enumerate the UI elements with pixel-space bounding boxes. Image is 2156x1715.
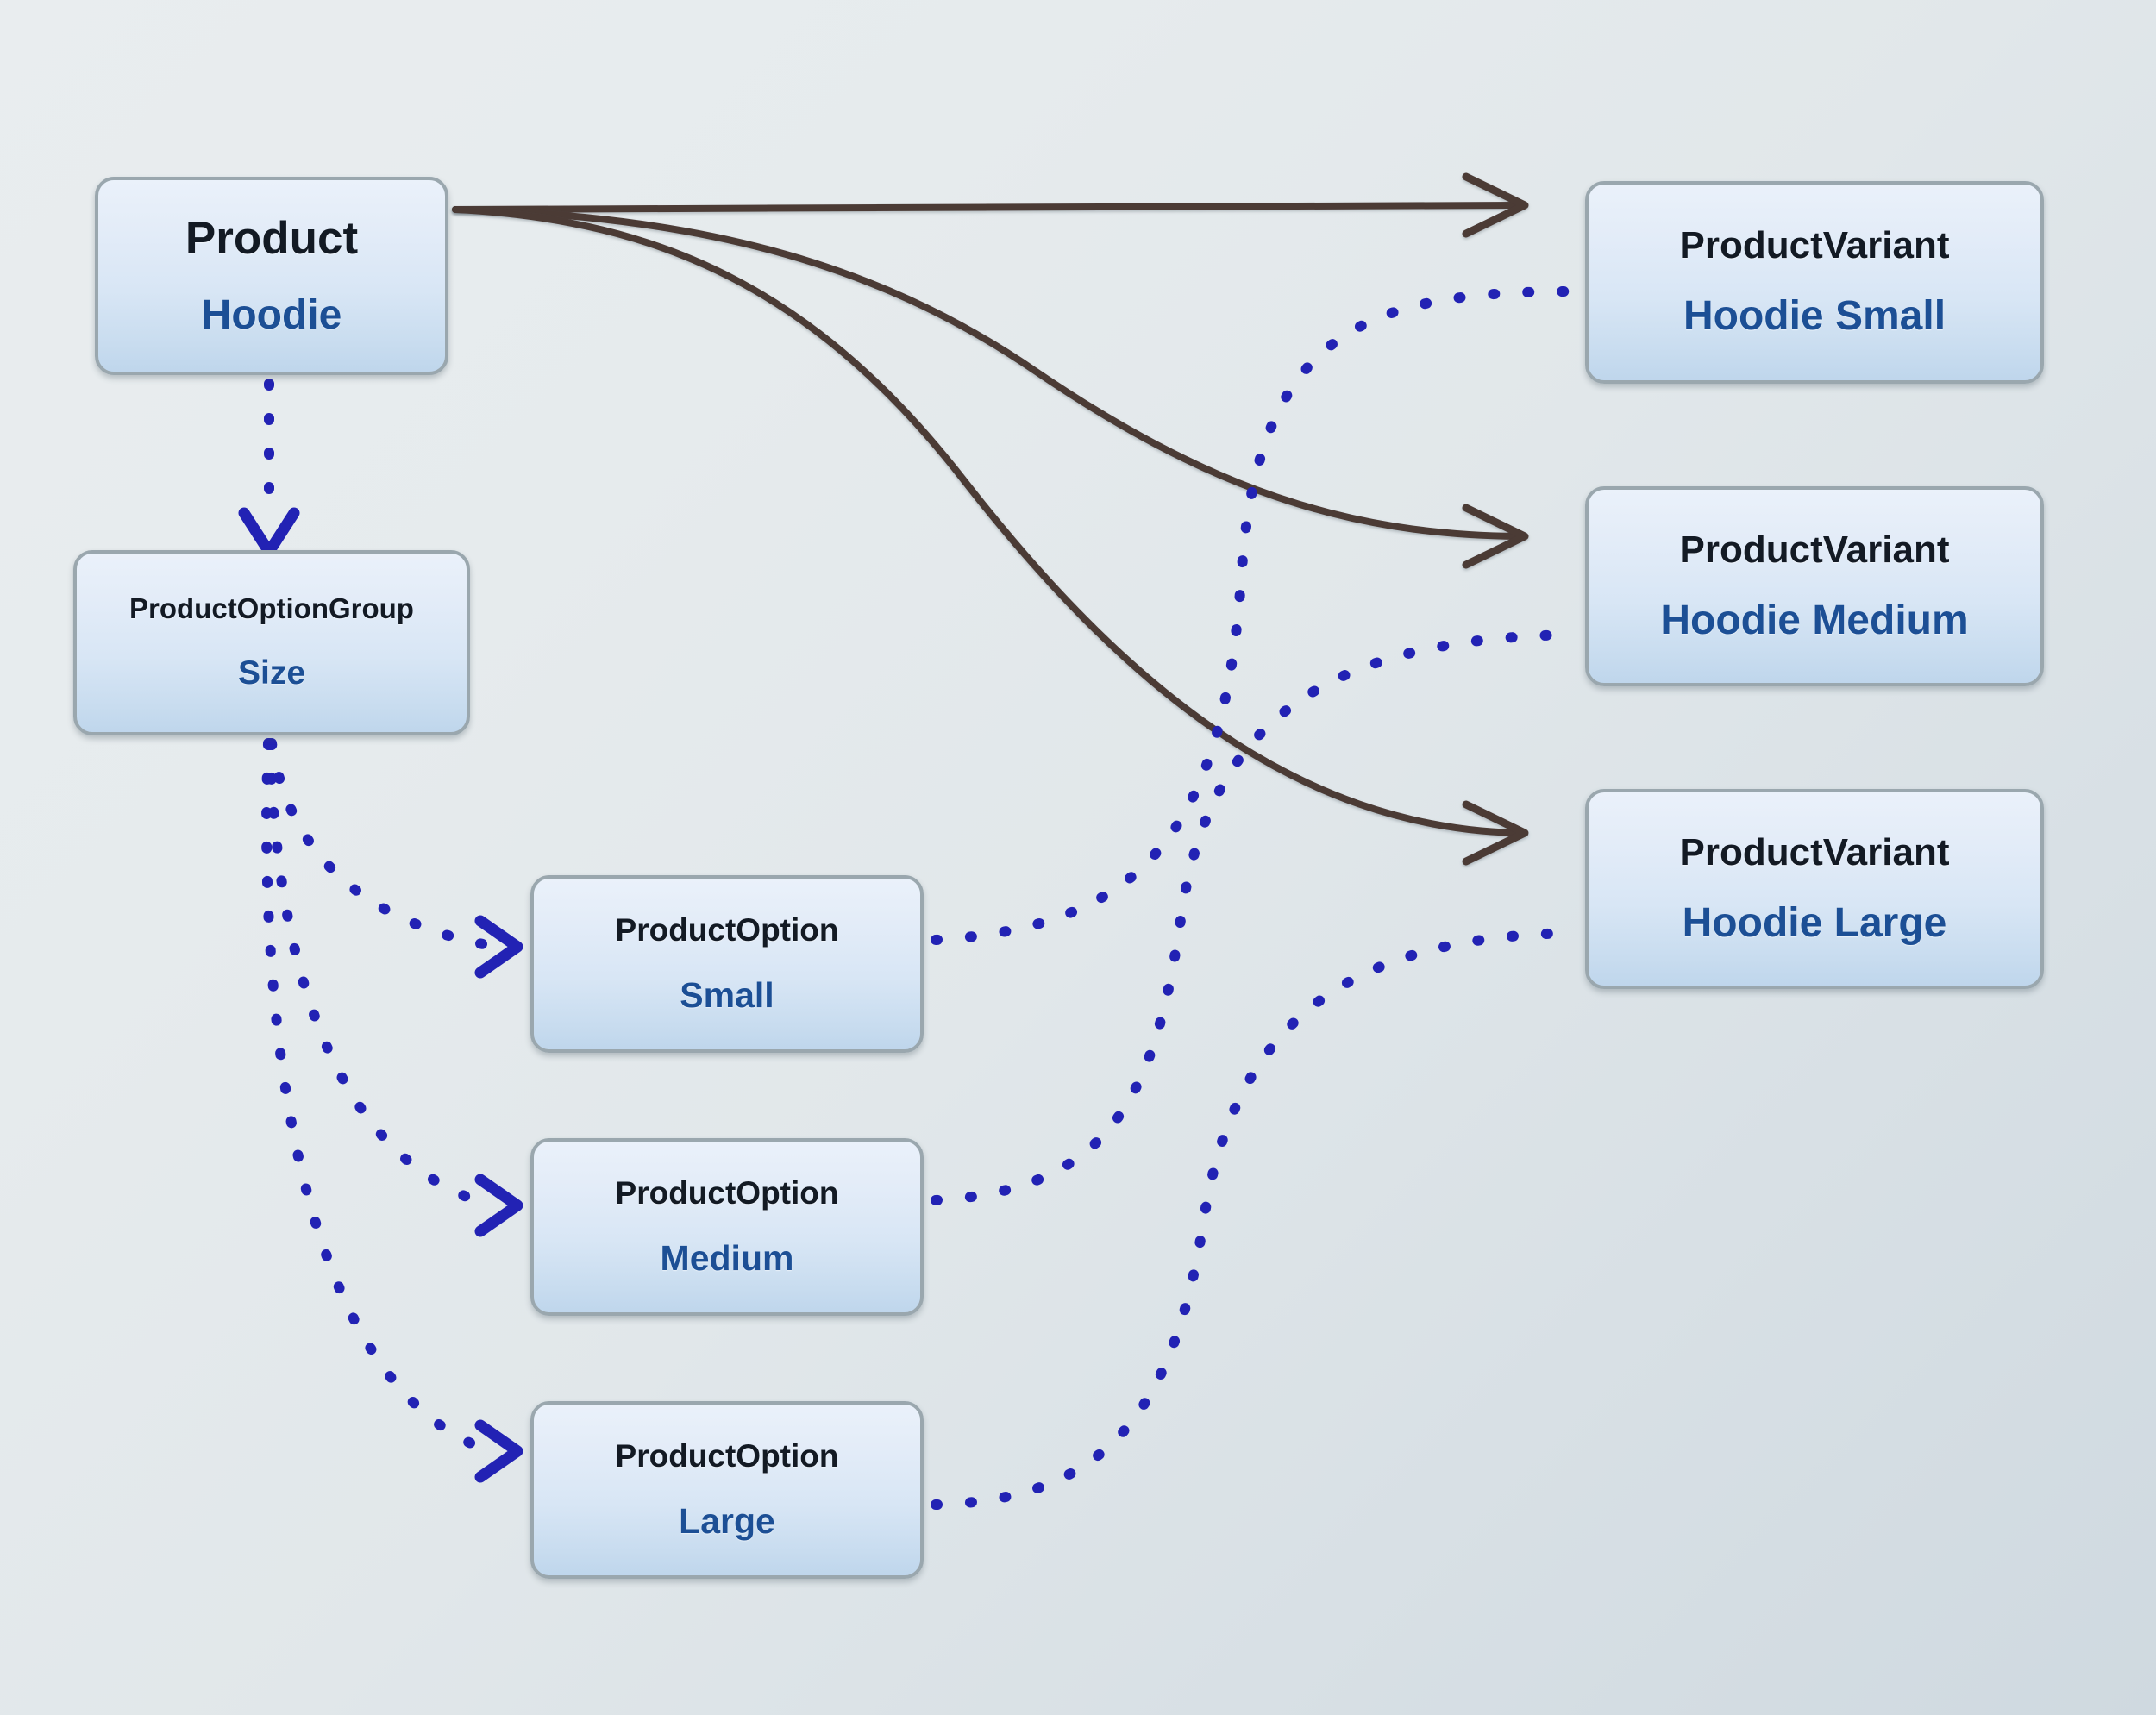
node-product-option-medium[interactable]: ProductOption Medium (530, 1138, 924, 1316)
edge-optiongroup-to-option-large (261, 738, 523, 1483)
edge-product-to-optiongroup (238, 379, 300, 558)
node-product-variant-small-type: ProductVariant (1679, 224, 1950, 267)
edge-product-to-variant-large (452, 206, 1529, 866)
node-product-option-small-value: Small (680, 974, 774, 1015)
node-product-option-medium-type: ProductOption (615, 1175, 839, 1211)
node-product-variant-large-type: ProductVariant (1679, 830, 1950, 873)
node-product-option-group-type: ProductOptionGroup (129, 591, 414, 624)
edge-option-medium-to-variant-medium (931, 629, 1579, 1205)
node-product-variant-large[interactable]: ProductVariant Hoodie Large (1585, 789, 2044, 989)
node-product-option-large-type: ProductOption (615, 1438, 839, 1474)
node-product-option-group-value: Size (237, 654, 306, 692)
edge-option-small-to-variant-small (931, 286, 1579, 945)
node-product-option-large-value: Large (679, 1500, 775, 1541)
node-product-option-group[interactable]: ProductOptionGroup Size (73, 550, 470, 735)
node-product-variant-medium[interactable]: ProductVariant Hoodie Medium (1585, 486, 2044, 686)
edge-product-to-variant-small (452, 172, 1529, 238)
node-product-option-small[interactable]: ProductOption Small (530, 875, 924, 1053)
node-product-variant-small-value: Hoodie Small (1683, 293, 1946, 340)
node-product-option-medium-value: Medium (660, 1237, 794, 1278)
node-product-variant-medium-type: ProductVariant (1679, 528, 1950, 571)
edge-product-to-variant-medium (452, 206, 1529, 569)
node-product-variant-small[interactable]: ProductVariant Hoodie Small (1585, 181, 2044, 384)
node-product-option-large[interactable]: ProductOption Large (530, 1401, 924, 1579)
edge-optiongroup-to-option-small (266, 738, 523, 979)
node-product-type: Product (185, 212, 359, 264)
node-product-variant-large-value: Hoodie Large (1682, 899, 1947, 946)
node-product-value: Hoodie (201, 291, 342, 338)
node-product-option-small-type: ProductOption (615, 912, 839, 948)
edge-optiongroup-to-option-medium (265, 738, 523, 1237)
node-product-variant-medium-value: Hoodie Medium (1660, 597, 1969, 643)
node-product[interactable]: Product Hoodie (95, 177, 448, 375)
edge-option-large-to-variant-large (931, 928, 1579, 1510)
